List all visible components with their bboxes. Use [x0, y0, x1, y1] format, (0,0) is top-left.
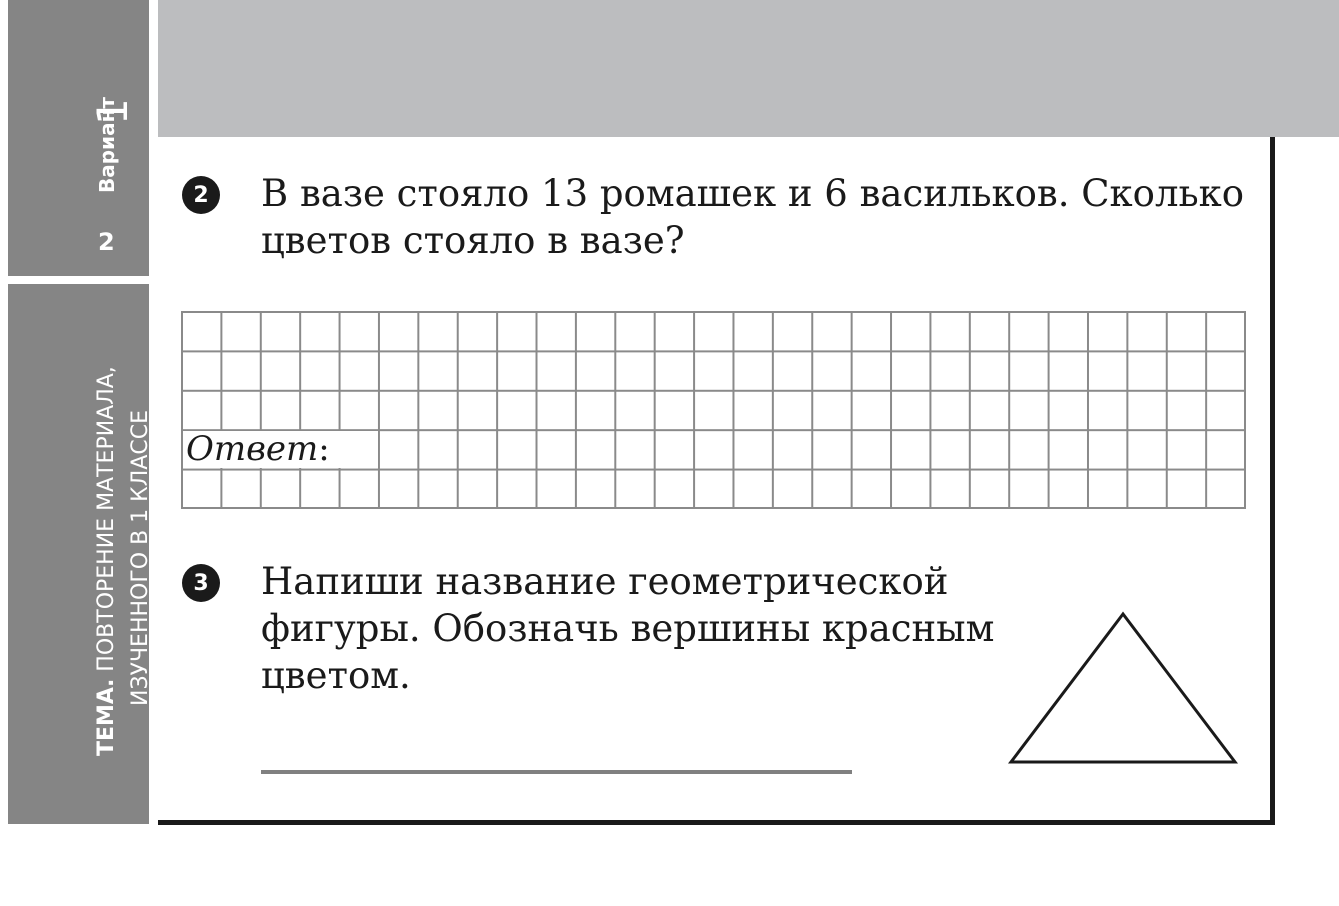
- question-2-number: 2: [182, 176, 220, 214]
- page-number: 2: [98, 228, 115, 256]
- topic-label: ТЕМА.: [94, 678, 119, 756]
- variant-number: 1: [88, 98, 137, 125]
- frame-right-border: [1270, 137, 1275, 825]
- triangle-icon: [1007, 611, 1239, 764]
- sidebar-variant-block: [8, 0, 149, 276]
- topic-line-2: ИЗУЧЕННОГО В 1 КЛАССЕ: [128, 410, 153, 706]
- answer-grid[interactable]: [181, 311, 1246, 509]
- question-3-number: 3: [182, 564, 220, 602]
- question-3-text: Напиши название геометрической фигуры. О…: [261, 560, 995, 697]
- header-band: [158, 0, 1339, 137]
- answer-label: Ответ:: [183, 431, 378, 468]
- frame-bottom-border: [158, 820, 1275, 825]
- topic-text-1: ПОВТОРЕНИЕ МАТЕРИАЛА,: [94, 366, 119, 679]
- question-2-text: В вазе стояло 13 ромашек и 6 васильков. …: [261, 172, 1245, 262]
- topic-line-1: ТЕМА. ПОВТОРЕНИЕ МАТЕРИАЛА,: [94, 366, 119, 756]
- sidebar-topic-block: [8, 284, 149, 824]
- answer-write-line[interactable]: [261, 770, 852, 774]
- answer-colon: :: [318, 429, 330, 469]
- answer-word: Ответ: [186, 429, 319, 469]
